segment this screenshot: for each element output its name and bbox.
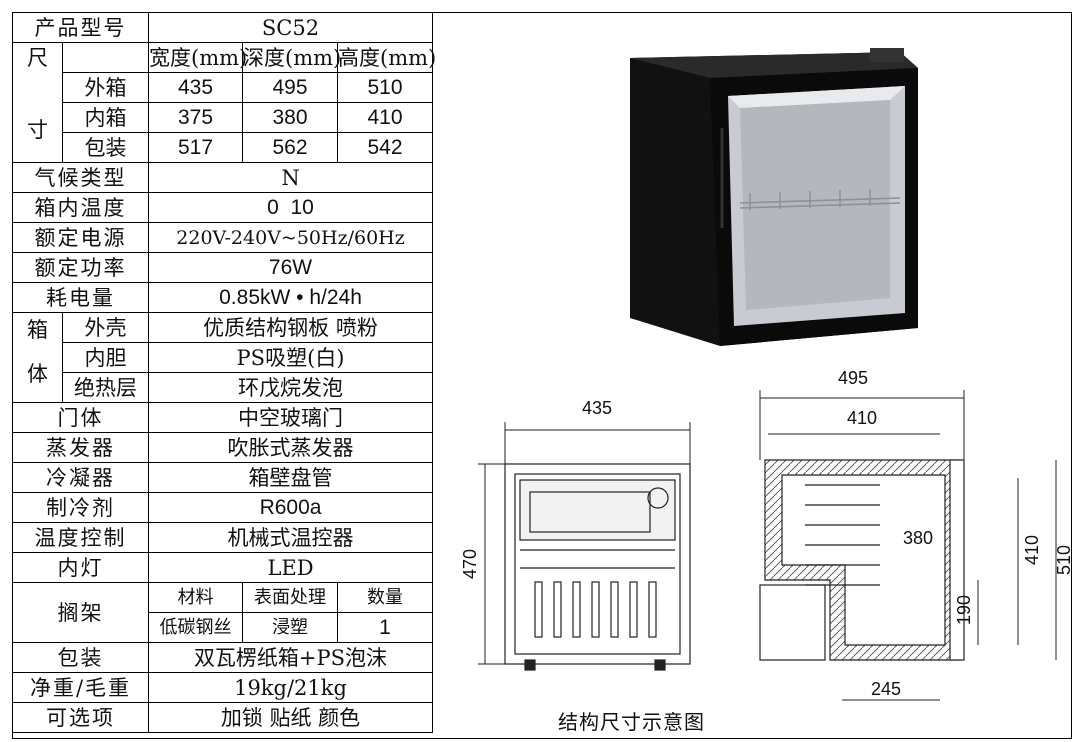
consumption-value: 0.85kW • h/24h [147, 282, 434, 313]
options-value: 加锁 贴纸 颜色 [147, 702, 434, 733]
condenser-label: 冷凝器 [12, 462, 149, 493]
inner-width: 375 [148, 102, 243, 133]
inner-depth: 380 [242, 102, 338, 133]
liner-label: 内胆 [62, 342, 149, 373]
side-inner-label: 380 [903, 528, 933, 548]
side-view [759, 459, 965, 661]
insulation-value: 环戊烷发泡 [147, 372, 434, 403]
shelf-finish-header: 表面处理 [242, 582, 338, 613]
inner-box-label: 内箱 [62, 102, 149, 133]
outer-width: 435 [148, 72, 243, 103]
compressor-height-label: 190 [954, 595, 974, 625]
depth-header: 深度(mm) [242, 42, 341, 73]
size-label: 尺 寸 [12, 42, 63, 163]
body-label-top: 箱 [27, 318, 48, 342]
base-depth-label: 245 [871, 679, 901, 699]
shelf-qty: 1 [336, 612, 434, 643]
drawing-caption: 结构尺寸示意图 [558, 710, 705, 734]
lock-icon [870, 48, 904, 62]
package-dims-label: 包装 [62, 132, 149, 163]
package-value: 双瓦楞纸箱+PS泡沫 [147, 642, 434, 673]
wire-shelf [739, 189, 901, 210]
power-label: 额定功率 [12, 252, 149, 283]
shell-value: 优质结构钢板 喷粉 [147, 312, 434, 343]
weight-value: 19kg/21kg [147, 672, 434, 703]
climate-value: N [147, 162, 434, 193]
power-value: 76W [147, 252, 434, 283]
front-fins [534, 581, 657, 638]
weight-label: 净重/毛重 [12, 672, 149, 703]
body-label-bottom: 体 [27, 362, 48, 386]
inner-height: 410 [336, 102, 434, 133]
insulation-label: 绝热层 [62, 372, 149, 403]
outer-box-label: 外箱 [62, 72, 149, 103]
side-inner-height-label: 410 [1022, 535, 1042, 565]
evaporator-label: 蒸发器 [12, 432, 149, 463]
power-supply-value: 220V-240V~50Hz/60Hz [147, 222, 434, 253]
package-width: 517 [148, 132, 243, 163]
door-value: 中空玻璃门 [147, 402, 434, 433]
shelf-material: 低碳钢丝 [148, 612, 243, 643]
liner-value: PS吸塑(白) [147, 342, 434, 373]
outer-depth: 495 [242, 72, 338, 103]
shelf-finish: 浸塑 [242, 612, 338, 643]
light-value: LED [147, 552, 434, 583]
package-depth: 562 [242, 132, 338, 163]
thermostat-label: 温度控制 [12, 522, 149, 553]
body-label: 箱 体 [12, 312, 63, 403]
door-label: 门体 [12, 402, 149, 433]
model-value: SC52 [147, 12, 434, 43]
options-label: 可选项 [12, 702, 149, 733]
size-label-top: 尺 [27, 46, 48, 70]
size-label-bottom: 寸 [27, 118, 48, 142]
consumption-label: 耗电量 [12, 282, 149, 313]
product-photo [630, 48, 918, 346]
side-inner-depth-label: 410 [847, 408, 877, 428]
spec-table: 产品型号 SC52 尺 寸 宽度(mm) 深度(mm) 高度(mm) 外箱 43… [12, 12, 436, 733]
temp-value: 0 10 [147, 192, 434, 223]
shelf-label: 搁架 [12, 582, 149, 643]
power-supply-label: 额定电源 [12, 222, 149, 253]
condenser-value: 箱壁盘管 [147, 462, 434, 493]
evaporator-value: 吹胀式蒸发器 [147, 432, 434, 463]
temp-label: 箱内温度 [12, 192, 149, 223]
shelf-material-header: 材料 [148, 582, 243, 613]
outer-height: 510 [336, 72, 434, 103]
refrigerant-value: R600a [147, 492, 434, 523]
front-width-label: 435 [582, 398, 612, 418]
side-depth-label: 495 [838, 368, 868, 388]
side-height-label: 510 [1054, 545, 1074, 575]
climate-label: 气候类型 [12, 162, 149, 193]
model-label: 产品型号 [12, 12, 149, 43]
package-label: 包装 [12, 642, 149, 673]
height-header: 高度(mm) [336, 42, 436, 73]
width-header: 宽度(mm) [148, 42, 247, 73]
shelf-qty-header: 数量 [336, 582, 434, 613]
structure-drawing: 435 470 495 410 380 410 510 190 245 [460, 368, 1074, 701]
front-view [504, 463, 691, 671]
package-height: 542 [336, 132, 434, 163]
shell-label: 外壳 [62, 312, 149, 343]
blank-cell [62, 42, 149, 73]
thermostat-value: 机械式温控器 [147, 522, 434, 553]
refrigerant-label: 制冷剂 [12, 492, 149, 523]
light-label: 内灯 [12, 552, 149, 583]
front-height-label: 470 [460, 549, 480, 579]
